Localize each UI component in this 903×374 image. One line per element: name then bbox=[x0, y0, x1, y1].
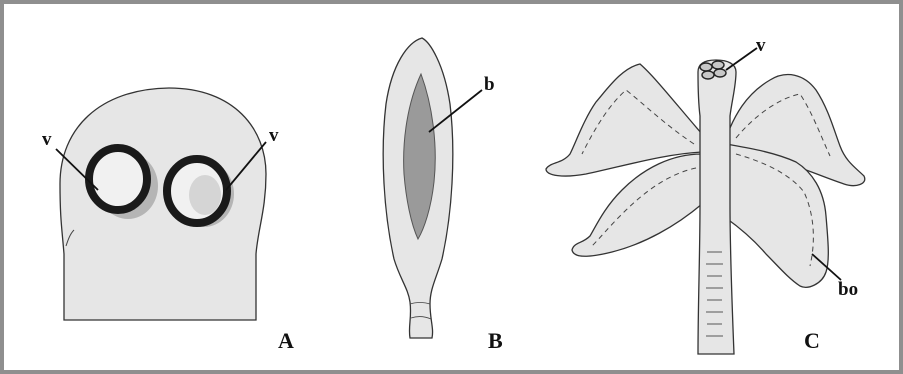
panel-a: v v A bbox=[42, 88, 294, 353]
label-c-v: v bbox=[756, 35, 766, 56]
label-c-bo: bo bbox=[838, 279, 858, 300]
label-b-b: b bbox=[484, 74, 495, 95]
scolex-c-stalk bbox=[698, 60, 736, 354]
panel-b: b B bbox=[383, 38, 503, 353]
scolex-a-body bbox=[60, 88, 266, 320]
label-a-v-right: v bbox=[269, 125, 279, 146]
panel-label-c: C bbox=[804, 328, 820, 353]
label-a-v-left: v bbox=[42, 129, 52, 150]
sucker-right-inner bbox=[189, 175, 221, 215]
sucker-left bbox=[89, 148, 147, 210]
panel-label-a: A bbox=[278, 328, 294, 353]
leader-c-v bbox=[726, 48, 757, 70]
figure-canvas: v v A b B bbox=[4, 4, 899, 370]
panel-label-b: B bbox=[488, 328, 503, 353]
panel-c: v bo C bbox=[546, 35, 865, 354]
